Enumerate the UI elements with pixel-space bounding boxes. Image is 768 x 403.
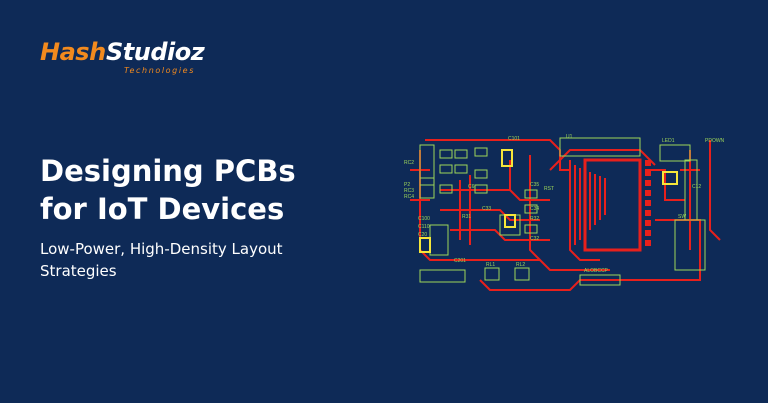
pcb-highlighted-parts bbox=[419, 149, 678, 253]
pcb-label-u1: U1 bbox=[566, 134, 573, 140]
pcb-label-r32: R32 bbox=[530, 216, 539, 222]
hero-title-line1: Designing PCBs bbox=[40, 154, 296, 188]
hero-subtitle: Low-Power, High-Density Layout Strategie… bbox=[40, 238, 380, 282]
pcb-label-rc3: RC3 bbox=[404, 188, 414, 194]
logo-tagline: Technologies bbox=[124, 66, 195, 75]
pcb-label-rc4: RC4 bbox=[404, 194, 414, 200]
pcb-label-c110: C110 bbox=[418, 224, 430, 230]
pcb-label-rst: RST bbox=[544, 186, 554, 192]
pcb-label-c35: C35 bbox=[530, 182, 539, 188]
pcb-label-rl2: RL2 bbox=[516, 262, 525, 268]
pcb-label-rc2: RC2 bbox=[404, 160, 414, 166]
hero-subtitle-line1: Low-Power, High-Density Layout bbox=[40, 240, 283, 258]
pcb-label-rl1: RL1 bbox=[486, 262, 495, 268]
logo-hash-text: Hash bbox=[40, 38, 106, 66]
pcb-label-c101: C101 bbox=[508, 136, 520, 142]
pcb-label-p2: P2 bbox=[404, 182, 410, 188]
pcb-layout-illustration: U1 LED1 PDOWN RC2 P2 RC3 RC4 C101 C6 C35… bbox=[404, 134, 725, 291]
pcb-label-pdown: PDOWN bbox=[705, 138, 725, 144]
pcb-label-c34: C34 bbox=[530, 206, 539, 212]
pcb-label-c20: C20 bbox=[418, 232, 427, 238]
pcb-label-c100: C100 bbox=[418, 216, 430, 222]
pcb-label-c32: C32 bbox=[530, 236, 539, 242]
pcb-pads bbox=[645, 160, 651, 246]
hero-subtitle-line2: Strategies bbox=[40, 262, 117, 280]
pcb-label-c12: C12 bbox=[692, 184, 701, 190]
pcb-label-alobcp: ALOBCCP bbox=[584, 268, 609, 274]
pcb-label-r31: R31 bbox=[462, 214, 471, 220]
company-logo[interactable]: Hash Studioz Technologies bbox=[40, 38, 205, 78]
pcb-label-c6: C6 bbox=[468, 184, 475, 190]
logo-studioz-text: Studioz bbox=[106, 38, 205, 66]
pcb-label-led1: LED1 bbox=[662, 138, 675, 144]
pcb-label-c201: C201 bbox=[454, 258, 466, 264]
pcb-label-sw: SW bbox=[678, 214, 686, 220]
pcb-traces bbox=[410, 139, 721, 291]
hero-title: Designing PCBs for IoT Devices bbox=[40, 152, 360, 228]
pcb-label-c33: C33 bbox=[482, 206, 491, 212]
chip-u1 bbox=[583, 158, 642, 252]
hero-title-line2: for IoT Devices bbox=[40, 192, 285, 226]
